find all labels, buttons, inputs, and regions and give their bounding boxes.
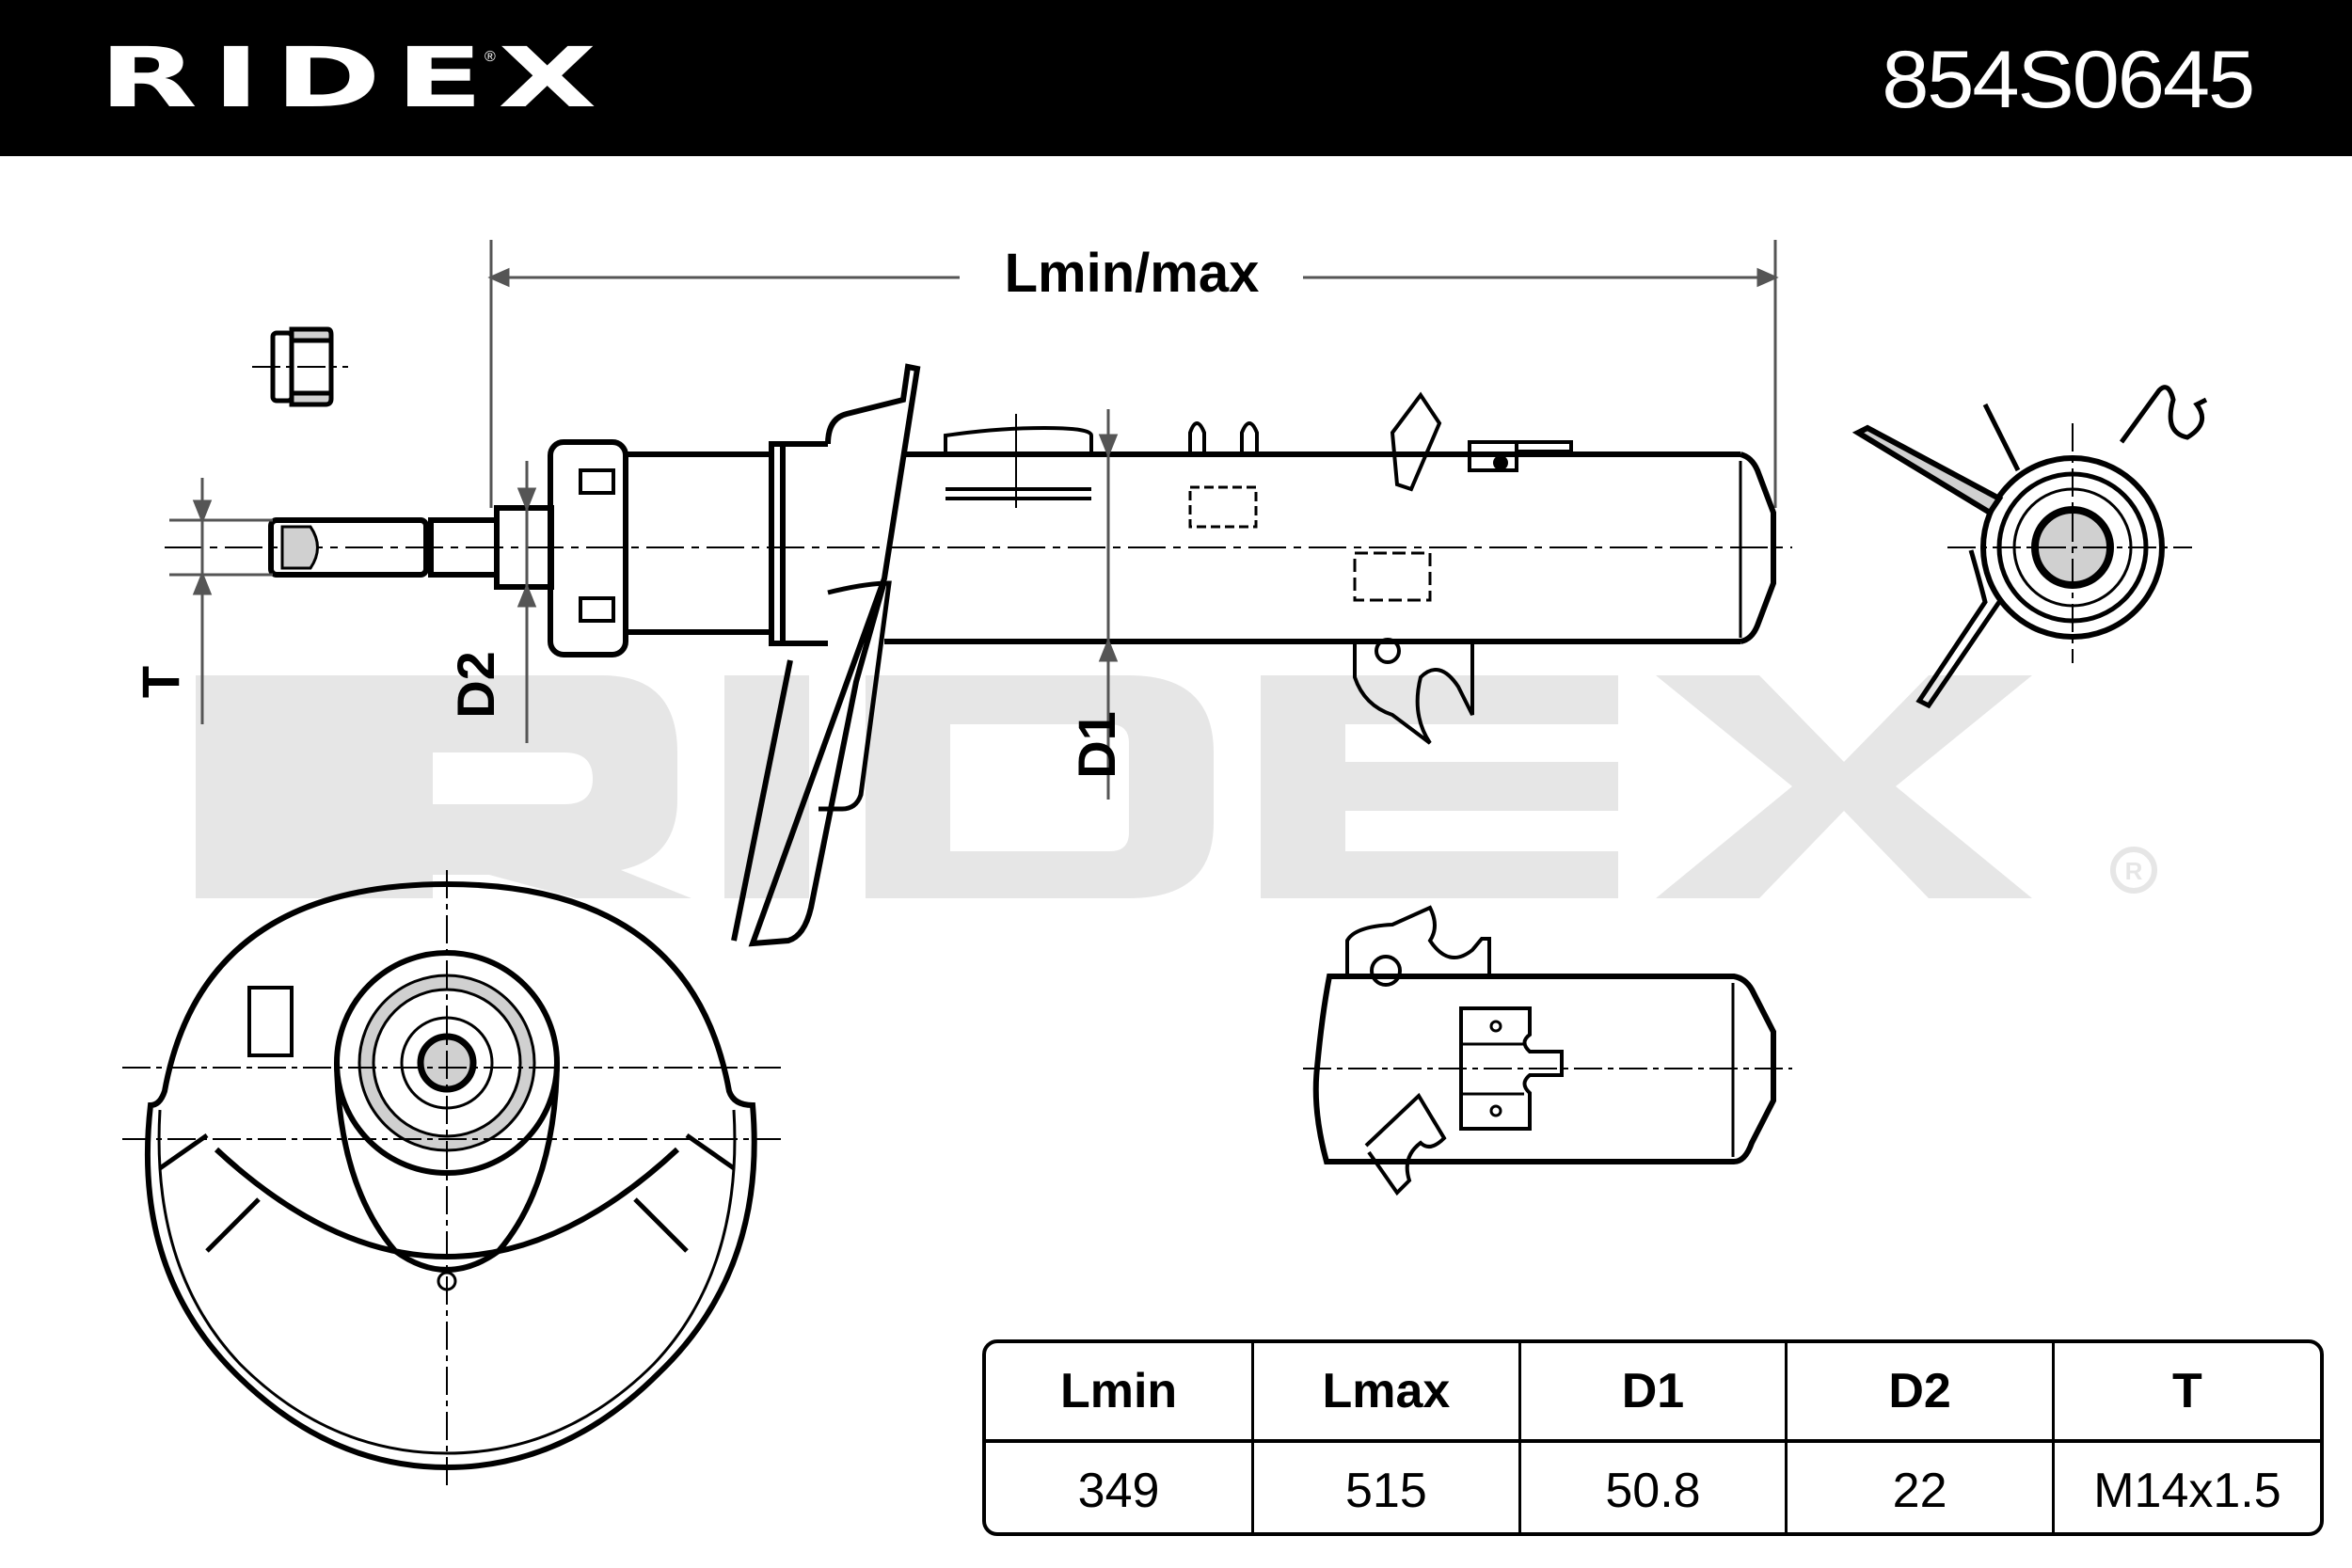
watermark-letter-r xyxy=(196,675,691,898)
watermark-reg-letter: R xyxy=(2125,857,2143,885)
tube-diameter-dimension-label: D1 xyxy=(1067,711,1126,779)
header-d1: D1 xyxy=(1519,1343,1788,1443)
part-number: 854S0645 xyxy=(1882,35,2255,125)
rod-diameter-dimension xyxy=(516,461,537,743)
header-bar: RIDEX ® 854S0645 xyxy=(0,0,2352,156)
spec-table: Lmin Lmax D1 D2 T 349 515 50.8 22 M14x1.… xyxy=(982,1339,2324,1536)
strut-bottom-view xyxy=(1303,905,1792,1196)
thread-dimension-label: T xyxy=(131,666,190,698)
top-mount-view xyxy=(122,870,781,1486)
header-lmax: Lmax xyxy=(1252,1343,1521,1443)
length-dimension xyxy=(487,240,1779,508)
piston-rod-thread xyxy=(268,517,429,578)
thread-dimension xyxy=(169,478,273,724)
nut-icon xyxy=(252,326,348,407)
value-d2: 22 xyxy=(1786,1441,2055,1532)
header-t: T xyxy=(2053,1343,2320,1443)
watermark-reg-circle xyxy=(2110,847,2157,894)
value-t: M14x1.5 xyxy=(2093,1464,2281,1518)
spring-seat xyxy=(748,363,921,947)
tube-diameter-dimension xyxy=(1098,409,1119,800)
strut-end-view xyxy=(1851,385,2208,709)
registered-mark: ® xyxy=(485,49,496,65)
spec-table-header-row: Lmin Lmax D1 D2 T xyxy=(986,1343,2320,1443)
watermark-logo: R xyxy=(196,675,2157,898)
spec-table-value-row: 349 515 50.8 22 M14x1.5 xyxy=(986,1441,2320,1532)
value-lmax: 515 xyxy=(1252,1441,1521,1532)
value-lmin: 349 xyxy=(986,1441,1255,1532)
brand-name: RIDEX xyxy=(99,29,612,126)
header-d2: D2 xyxy=(1786,1343,2055,1443)
watermark-letter-d xyxy=(866,675,1214,898)
value-d1: 50.8 xyxy=(1519,1441,1788,1532)
watermark-letter-e xyxy=(1261,675,1618,898)
rod-diameter-dimension-label: D2 xyxy=(446,651,505,719)
length-dimension-label: Lmin/max xyxy=(1005,243,1260,304)
strut-side-view xyxy=(165,363,1792,947)
brand-logo: RIDEX xyxy=(99,37,596,119)
header-lmin: Lmin xyxy=(986,1343,1255,1443)
top-cap xyxy=(548,439,628,657)
watermark-letter-x xyxy=(1656,675,2032,898)
